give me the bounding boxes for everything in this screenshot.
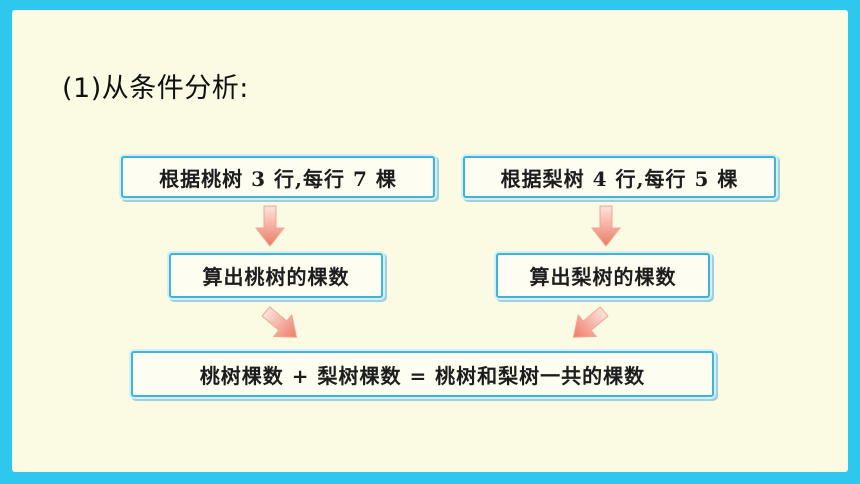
pear-condition-text: 根据梨树 4 行,每行 5 棵	[500, 166, 739, 191]
pear-count-text: 算出梨树的棵数	[529, 265, 677, 289]
peach-count-box: 算出桃树的棵数	[167, 251, 385, 300]
peach-condition-box: 根据桃树 3 行,每行 7 棵	[119, 154, 437, 200]
pear-count-box: 算出梨树的棵数	[494, 251, 712, 300]
peach-count-text: 算出桃树的棵数	[202, 265, 350, 289]
pear-condition-box: 根据梨树 4 行,每行 5 棵	[461, 154, 778, 200]
total-equation-text: 桃树棵数 + 梨树棵数 = 桃树和梨树一共的棵数	[199, 363, 646, 388]
total-equation-box: 桃树棵数 + 梨树棵数 = 桃树和梨树一共的棵数	[129, 349, 716, 399]
peach-condition-text: 根据桃树 3 行,每行 7 棵	[159, 166, 397, 191]
section-heading: (1)从条件分析:	[62, 73, 249, 104]
